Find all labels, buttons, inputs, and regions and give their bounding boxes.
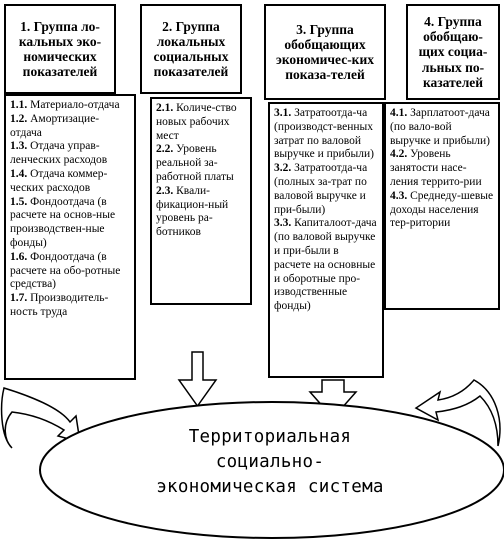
item-text: Материало-отдача xyxy=(30,99,120,111)
group-4-items: 4.1. Зарплатоот-дача (по вало-вой выручк… xyxy=(384,102,500,310)
item-number: 3.2. xyxy=(274,162,292,175)
group-1-item: 1.7. Производитель-ность труда xyxy=(10,292,130,320)
item-text: Затратоотда-ча (полных за-трат по валово… xyxy=(274,162,368,216)
item-number: 4.3. xyxy=(390,189,408,202)
item-text: Затратоотда-ча (производст-венных затрат… xyxy=(274,107,374,161)
system-title-line2: социально- xyxy=(215,452,325,472)
item-number: 1.2. xyxy=(10,112,28,125)
item-text: Амортизацие-отдача xyxy=(10,112,100,139)
system-title-line1: Территориальная xyxy=(188,427,352,447)
group-4-item: 4.3. Среднеду-шевые доходы населения тер… xyxy=(390,190,494,231)
group-4-header: 4. Группа обобщаю-щих социа-льных по-каз… xyxy=(406,4,500,100)
group-2-item: 2.3. Квали-фикацион-ный уровень ра-ботни… xyxy=(156,185,246,240)
item-number: 3.3. xyxy=(274,217,292,230)
group-3-item: 3.2. Затратоотда-ча (полных за-трат по в… xyxy=(274,162,378,217)
group-4-item: 4.2. Уровень занятости насе-ления террит… xyxy=(390,148,494,189)
item-number: 2.3. xyxy=(156,184,174,197)
item-text: Производитель-ность труда xyxy=(10,292,109,318)
item-number: 3.1. xyxy=(274,107,292,119)
group-1-item: 1.5. Фондоотдача (в расчете на основ-ные… xyxy=(10,196,130,251)
item-text: Уровень занятости насе-ления террито-рии xyxy=(390,148,482,188)
group-1-item: 1.6. Фондоотдача (в расчете на обо-ротны… xyxy=(10,251,130,292)
group-1-item: 1.2. Амортизацие-отдача xyxy=(10,113,130,141)
item-number: 1.1. xyxy=(10,99,28,111)
group-2-header: 2. Группа локальных социальных показател… xyxy=(140,4,242,94)
group-4-item: 4.1. Зарплатоот-дача (по вало-вой выручк… xyxy=(390,107,494,148)
item-text: Уровень реальной за-работной платы xyxy=(156,143,234,183)
down-arrow-3 xyxy=(308,379,358,420)
item-number: 2.1. xyxy=(156,102,174,114)
down-arrow-2 xyxy=(177,351,218,408)
system-title: Территориальная социально- экономическая… xyxy=(100,425,440,500)
group-3-header: 3. Группа обобщающих экономичес-ких пока… xyxy=(264,4,386,100)
item-number: 2.2. xyxy=(156,143,174,156)
group-1-item: 1.3. Отдача управ-ленческих расходов xyxy=(10,140,130,168)
item-text: Отдача коммер-ческих расходов xyxy=(10,167,108,194)
group-1-header: 1. Группа ло-кальных эко-номических пока… xyxy=(4,4,116,94)
item-number: 1.4. xyxy=(10,167,28,180)
item-text: Квали-фикацион-ный уровень ра-ботников xyxy=(156,184,229,239)
item-number: 1.7. xyxy=(10,292,28,305)
item-number: 1.5. xyxy=(10,195,28,208)
curved-arrow-left xyxy=(0,387,81,449)
item-text: Отдача управ-ленческих расходов xyxy=(10,140,108,167)
item-number: 4.1. xyxy=(390,107,408,119)
group-2-item: 2.1. Количе-ство новых рабочих мест xyxy=(156,102,246,143)
item-text: Фондоотдача (в расчете на обо-ротные сре… xyxy=(10,250,121,291)
item-text: Среднеду-шевые доходы населения тер-рито… xyxy=(390,189,494,230)
group-2-item: 2.2. Уровень реальной за-работной платы xyxy=(156,143,246,184)
group-3-items: 3.1. Затратоотда-ча (производст-венных з… xyxy=(268,102,384,378)
system-title-line3: экономическая система xyxy=(156,477,384,497)
group-3-item: 3.1. Затратоотда-ча (производст-венных з… xyxy=(274,107,378,162)
item-text: Зарплатоот-дача (по вало-вой выручке и п… xyxy=(390,107,490,147)
item-number: 4.2. xyxy=(390,148,408,161)
item-number: 1.3. xyxy=(10,140,28,153)
group-1-item: 1.1. Материало-отдача xyxy=(10,99,130,113)
group-3-item: 3.3. Капиталоот-дача (по валовой выручке… xyxy=(274,217,378,314)
item-text: Фондоотдача (в расчете на основ-ные прои… xyxy=(10,195,116,249)
item-text: Капиталоот-дача (по валовой выручке и пр… xyxy=(274,217,377,313)
item-number: 1.6. xyxy=(10,250,28,263)
group-1-item: 1.4. Отдача коммер-ческих расходов xyxy=(10,168,130,196)
item-text: Количе-ство новых рабочих мест xyxy=(156,102,237,142)
